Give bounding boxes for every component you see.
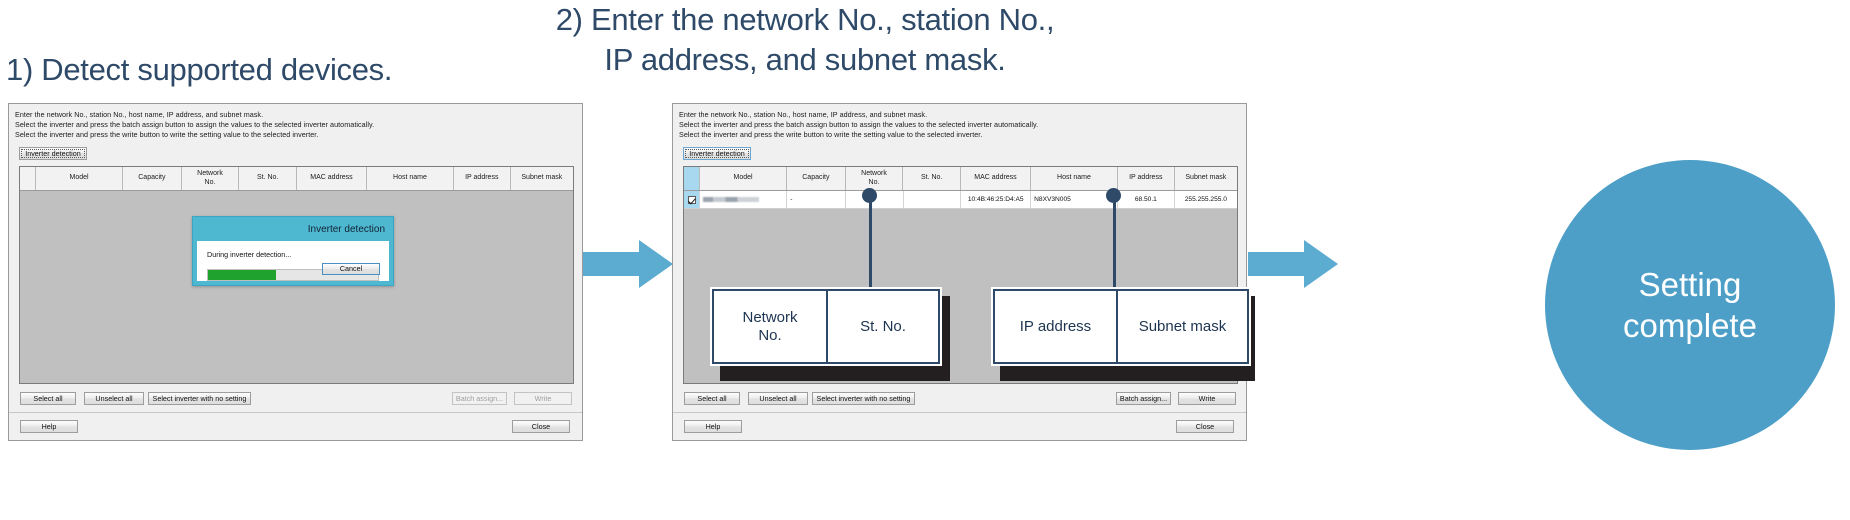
progress-dialog-title: Inverter detection — [307, 223, 385, 235]
select-all-button-step2[interactable]: Select all — [684, 392, 740, 405]
dialog-instructions-step2: Enter the network No., station No., host… — [679, 110, 1039, 140]
progress-dialog-body: During inverter detection... Cancel — [193, 241, 393, 285]
cancel-button[interactable]: Cancel — [322, 263, 380, 275]
table-header-model-step2[interactable]: Model — [700, 167, 788, 190]
write-button[interactable]: Write — [514, 392, 572, 405]
table-header-st-no-step2[interactable]: St. No. — [903, 167, 962, 190]
write-button-step2[interactable]: Write — [1178, 392, 1236, 405]
table-header-mac-address[interactable]: MAC address — [297, 167, 367, 190]
leader-dot-ip-subnet — [1106, 188, 1121, 203]
table-header-row: Model Capacity Network No. St. No. MAC a… — [20, 167, 573, 191]
table-row[interactable]: - 10:4B:46:25:D4:A5 N8XV3N005 68.50.1 25… — [684, 191, 1237, 209]
cell-model[interactable] — [700, 191, 788, 208]
table-header-network-no-step2[interactable]: Network No. — [845, 167, 904, 190]
dialog-bottom-bar-step2 — [673, 412, 1246, 440]
callout-ip-subnet: IP address Subnet mask — [993, 289, 1249, 364]
callout-subnet-mask-label: Subnet mask — [1115, 291, 1247, 362]
callout-network-no-label: Network No. — [742, 309, 798, 344]
select-inverter-no-setting-button-step2[interactable]: Select inverter with no setting — [812, 392, 915, 405]
callout-ip-address-label: IP address — [1019, 317, 1092, 335]
step2-heading: 2) Enter the network No., station No., I… — [555, 2, 1055, 77]
progress-message: During inverter detection... — [207, 250, 292, 259]
select-all-button[interactable]: Select all — [20, 392, 76, 405]
table-header-host-name-step2[interactable]: Host name — [1030, 167, 1118, 190]
cell-mac-address[interactable]: 10:4B:46:25:D4:A5 — [961, 191, 1032, 208]
table-header-st-no[interactable]: St. No. — [239, 167, 298, 190]
leader-line-ip-subnet — [1113, 195, 1116, 290]
table-header-capacity[interactable]: Capacity — [123, 167, 182, 190]
table-header-model[interactable]: Model — [36, 167, 124, 190]
batch-assign-button[interactable]: Batch assign... — [452, 392, 507, 405]
inverter-setting-dialog-step1: Enter the network No., station No., host… — [8, 103, 583, 441]
batch-assign-button-step2[interactable]: Batch assign... — [1116, 392, 1171, 405]
cell-subnet-mask[interactable]: 255.255.255.0 — [1174, 191, 1237, 208]
table-header-subnet-mask[interactable]: Subnet mask — [510, 167, 573, 190]
leader-line-network-st — [869, 195, 872, 290]
table-header-row-step2: Model Capacity Network No. St. No. MAC a… — [684, 167, 1237, 191]
table-header-network-no[interactable]: Network No. — [181, 167, 240, 190]
setting-complete-badge: Setting complete — [1545, 160, 1835, 450]
table-header-host-name[interactable]: Host name — [366, 167, 454, 190]
model-value-redacted — [703, 197, 760, 202]
step1-heading: 1) Detect supported devices. — [6, 52, 393, 87]
progress-dialog-titlebar: Inverter detection — [193, 217, 393, 241]
row-checkbox[interactable] — [687, 195, 696, 204]
help-button[interactable]: Help — [20, 420, 78, 433]
cell-st-no[interactable] — [903, 191, 962, 208]
close-button-step2[interactable]: Close — [1176, 420, 1234, 433]
unselect-all-button-step2[interactable]: Unselect all — [748, 392, 808, 405]
arrow-step2-to-complete — [1248, 240, 1338, 288]
select-inverter-no-setting-button[interactable]: Select inverter with no setting — [148, 392, 251, 405]
arrow-step1-to-step2 — [583, 240, 673, 288]
table-header-mac-address-step2[interactable]: MAC address — [961, 167, 1031, 190]
inverter-detection-button-step2[interactable]: Inverter detection — [683, 147, 751, 160]
callout-network-st: Network No. St. No. — [712, 289, 940, 364]
cell-capacity[interactable]: - — [787, 191, 846, 208]
dialog-bottom-bar — [9, 412, 582, 440]
inverter-setting-dialog-step2: Enter the network No., station No., host… — [672, 103, 1247, 441]
dialog-instructions: Enter the network No., station No., host… — [15, 110, 375, 140]
table-header-ip-address[interactable]: IP address — [453, 167, 511, 190]
row-select-checkbox-cell[interactable] — [684, 191, 701, 208]
table-header-ip-address-step2[interactable]: IP address — [1117, 167, 1175, 190]
close-button[interactable]: Close — [512, 420, 570, 433]
table-header-subnet-mask-step2[interactable]: Subnet mask — [1174, 167, 1237, 190]
callout-st-no-label: St. No. — [826, 291, 938, 362]
cell-host-name[interactable]: N8XV3N005 — [1031, 191, 1118, 208]
table-header-checkbox-step2 — [684, 167, 701, 190]
leader-dot-network-st — [862, 188, 877, 203]
cell-ip-address[interactable]: 68.50.1 — [1117, 191, 1175, 208]
inverter-detection-progress-dialog: Inverter detection During inverter detec… — [192, 216, 394, 286]
table-header-capacity-step2[interactable]: Capacity — [787, 167, 846, 190]
unselect-all-button[interactable]: Unselect all — [84, 392, 144, 405]
table-header-checkbox — [20, 167, 37, 190]
help-button-step2[interactable]: Help — [684, 420, 742, 433]
inverter-detection-button[interactable]: Inverter detection — [19, 147, 87, 160]
